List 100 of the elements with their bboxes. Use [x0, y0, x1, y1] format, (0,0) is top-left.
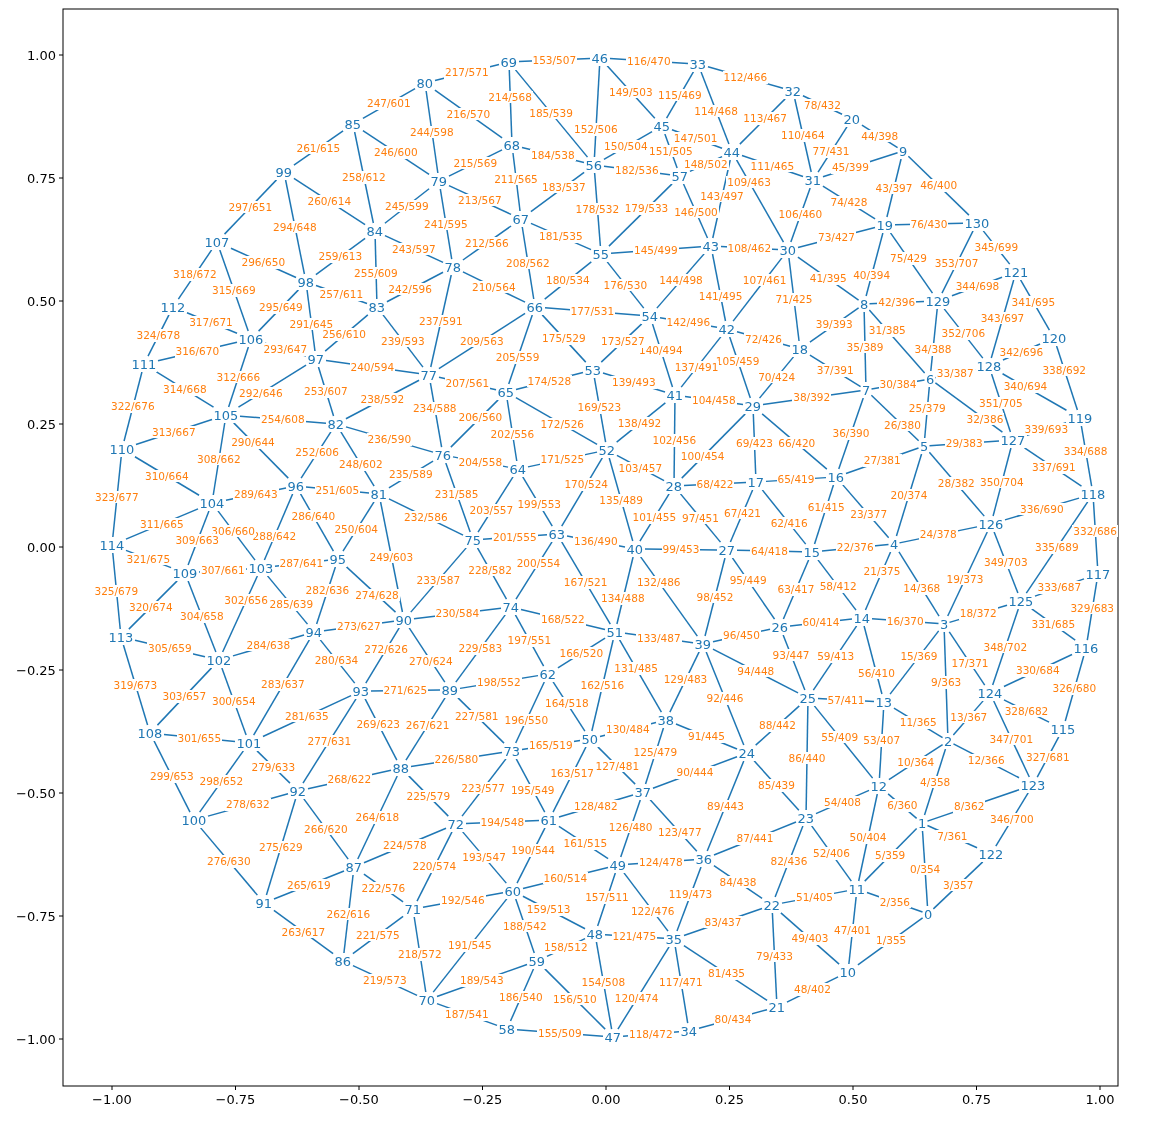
tick-label: 0.00 [591, 1093, 621, 1106]
edge-label: 77/431 [811, 145, 851, 158]
edge-label: 163/517 [549, 767, 596, 780]
edge-label: 298/652 [198, 775, 245, 788]
edge-label: 119/473 [667, 888, 714, 901]
edge-label: 316/670 [174, 345, 221, 358]
edge-label: 104/458 [691, 394, 737, 407]
edge-label: 23/377 [849, 508, 889, 521]
edge-label: 57/411 [826, 693, 866, 706]
edge-label: 70/424 [757, 370, 797, 384]
edge-label: 103/457 [617, 461, 664, 474]
edge-label: 139/493 [611, 376, 657, 389]
edge-label: 289/643 [233, 487, 279, 501]
edge-label: 174/528 [526, 374, 573, 387]
tick-label: 0.50 [838, 1093, 868, 1106]
edge-label: 271/625 [382, 684, 429, 697]
edge-label: 211/565 [493, 172, 539, 186]
edge-label: 194/548 [479, 815, 526, 828]
edge-label: 149/503 [608, 85, 654, 98]
edge-label: 143/497 [699, 189, 745, 203]
edge-label: 309/663 [174, 534, 221, 547]
edge-label: 314/668 [162, 383, 208, 396]
edge-label: 25/379 [907, 402, 947, 415]
tick-label: −0.25 [16, 663, 56, 677]
edge-label: 291/645 [288, 317, 335, 331]
edge-label: 162/516 [579, 679, 626, 692]
edge-label: 205/559 [494, 351, 541, 364]
edge-label: 16/370 [885, 614, 925, 628]
edge-label: 227/581 [453, 710, 500, 723]
edge-label: 131/485 [613, 662, 659, 675]
edge-label: 53/407 [862, 734, 902, 747]
edge-label: 15/369 [899, 650, 939, 663]
edge-label: 96/450 [722, 629, 761, 642]
edge-label: 166/520 [558, 646, 605, 659]
tick-label: −0.75 [16, 909, 56, 923]
edge-label: 38/392 [792, 391, 832, 404]
edge-label: 232/586 [403, 510, 449, 523]
edge-label: 5/359 [874, 849, 907, 862]
edge-label: 99/453 [661, 543, 701, 556]
edge-label: 152/506 [572, 123, 619, 136]
edge-label: 164/518 [543, 696, 590, 710]
mesh-edge [895, 453, 923, 537]
edge-label: 123/477 [657, 826, 703, 839]
edge-label: 225/579 [405, 789, 452, 802]
edge-label: 310/664 [144, 469, 190, 482]
vertex-label: 4 [889, 536, 900, 552]
mesh-edge [788, 257, 800, 342]
edge-label: 170/524 [563, 478, 610, 491]
tick-label: 0.25 [715, 1093, 744, 1106]
edge-label: 97/451 [681, 511, 720, 524]
edge-label: 54/408 [823, 795, 862, 808]
edge-label: 83/437 [703, 915, 743, 928]
vertex-label: 5 [919, 438, 930, 454]
edge-label: 135/489 [598, 494, 644, 507]
edge-label: 285/639 [268, 598, 315, 611]
edge-label: 243/597 [391, 242, 437, 255]
edge-label: 177/531 [569, 305, 616, 318]
edge-label: 315/669 [211, 284, 257, 297]
edge-label: 348/702 [982, 640, 1029, 653]
edge-label: 217/571 [444, 66, 490, 79]
edge-label: 69/423 [734, 437, 774, 450]
edge-label: 244/598 [409, 125, 455, 138]
edge-label: 110/464 [780, 129, 826, 142]
edge-label: 284/638 [245, 638, 292, 652]
edge-label: 270/624 [408, 654, 454, 668]
edge-label: 100/454 [679, 450, 726, 463]
edge-label: 113/467 [742, 112, 788, 125]
edge-label: 275/629 [258, 840, 304, 853]
mesh-edge [771, 912, 778, 1000]
edge-label: 257/611 [318, 288, 365, 301]
mesh-edge [591, 639, 614, 732]
edge-label: 136/490 [573, 535, 619, 548]
edge-label: 182/536 [614, 164, 660, 177]
edge-label: 28/382 [936, 477, 976, 490]
edge-label: 268/622 [326, 773, 373, 786]
mesh-edge [990, 279, 1015, 359]
tick-label: −0.50 [16, 786, 56, 800]
edge-label: 6/360 [886, 799, 919, 812]
edge-label: 111/465 [749, 159, 796, 172]
mesh-edge [221, 575, 259, 653]
edge-label: 173/527 [600, 335, 646, 348]
edge-label: 193/547 [461, 850, 507, 864]
mesh-edge [212, 422, 226, 496]
edge-label: 66/420 [777, 437, 817, 450]
edge-label: 165/519 [528, 738, 574, 751]
edge-label: 334/688 [1062, 445, 1109, 458]
edge-label: 209/563 [459, 334, 505, 347]
edge-label: 88/442 [758, 719, 797, 732]
edge-label: 122/476 [629, 904, 676, 918]
edge-label: 335/689 [1034, 541, 1080, 554]
edge-label: 229/583 [457, 642, 504, 655]
edge-label: 168/522 [540, 613, 586, 626]
edge-label: 235/589 [388, 468, 434, 481]
mesh-edge [302, 698, 357, 784]
edge-label: 206/560 [457, 411, 504, 424]
edge-label: 197/551 [506, 634, 553, 647]
edge-label: 94/448 [736, 664, 776, 678]
edge-label: 204/558 [457, 455, 504, 468]
mesh-edge [711, 253, 727, 322]
edge-label: 221/575 [355, 928, 401, 941]
